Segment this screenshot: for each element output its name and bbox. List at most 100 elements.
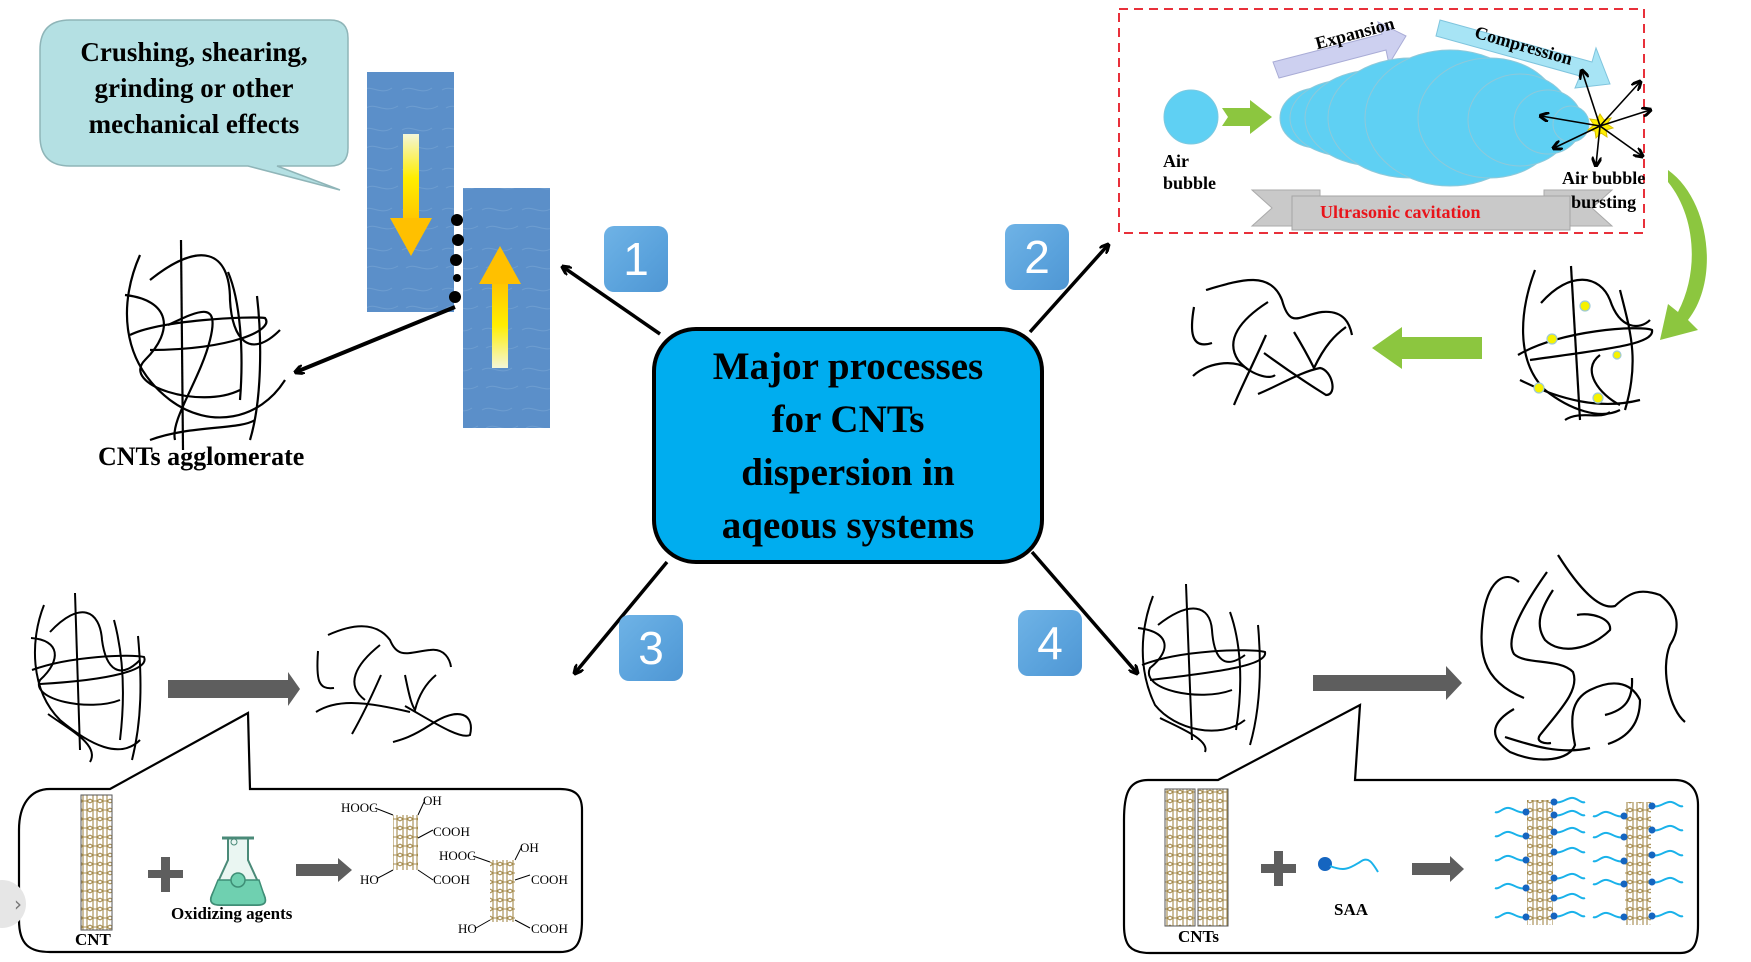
air-bubble-label-line-1: Air xyxy=(1163,151,1189,171)
cnts-label: CNTs xyxy=(1178,927,1219,946)
group-oh-2: OH xyxy=(520,840,539,855)
saa-head xyxy=(1648,851,1656,859)
saa-head xyxy=(1522,808,1530,816)
group-cooh-1b: COOH xyxy=(433,872,470,887)
functionalized-cnt-bottom xyxy=(490,860,515,922)
functionalized-cnt-top xyxy=(393,815,418,870)
saa-tail xyxy=(1494,911,1528,919)
air-bubble xyxy=(1163,89,1219,145)
saa-tail xyxy=(1552,910,1586,918)
saa-head xyxy=(1522,856,1530,864)
saa-tail xyxy=(1552,809,1586,817)
process-1-group xyxy=(39,19,550,451)
dispersed-cnt-drawing xyxy=(1190,278,1354,406)
cnt-tube-4a xyxy=(1164,788,1196,927)
gray-arrow-right-4b xyxy=(1412,856,1464,882)
expanding-bubbles xyxy=(1279,49,1590,187)
saa-tail xyxy=(1494,806,1528,814)
central-topic-box: Major processes for CNTs dispersion in a… xyxy=(652,327,1044,564)
saa-head xyxy=(1648,912,1656,920)
saa-head xyxy=(1550,894,1558,902)
group-ho-2: HO xyxy=(458,921,477,936)
cnt-tube-3 xyxy=(80,794,113,931)
group-cooh-2b: COOH xyxy=(531,921,568,936)
step-badge-4: 4 xyxy=(1018,610,1082,676)
saa-head xyxy=(1550,798,1558,806)
saa-head xyxy=(1550,828,1558,836)
cavitation-sparkles xyxy=(1533,300,1622,404)
green-arrow-left xyxy=(1372,327,1482,369)
green-arrow-right xyxy=(1222,100,1272,134)
saa-tail xyxy=(1552,892,1586,900)
saa-tail xyxy=(1494,854,1528,862)
down-arrow-icon xyxy=(390,134,432,256)
center-line-3: dispersion in xyxy=(741,450,955,494)
cavitation-banner xyxy=(1250,189,1614,231)
connector-arrow-2 xyxy=(1028,245,1108,334)
saa-tail xyxy=(1650,824,1684,832)
saa-tail xyxy=(1552,872,1586,880)
mechanical-callout-text: Crushing, shearing, grinding or other me… xyxy=(44,34,344,142)
cavitation-frame xyxy=(1118,8,1645,234)
saa-tails xyxy=(1494,796,1684,921)
callout-line-1: Crushing, shearing, xyxy=(80,37,308,67)
plus-icon-4 xyxy=(1261,851,1296,886)
cnt-with-bubbles-drawing xyxy=(1517,265,1654,421)
step-badge-1: 1 xyxy=(604,226,668,292)
burst-label: Air bubble bursting xyxy=(1562,166,1645,214)
cnt-agglomerate-drawing-4 xyxy=(1137,583,1267,753)
saa-head xyxy=(1620,833,1628,841)
saa-head xyxy=(1620,913,1628,921)
group-oh-1: OH xyxy=(423,793,442,808)
center-line-1: Major processes xyxy=(712,344,984,388)
zoom-callout-4 xyxy=(1122,703,1700,955)
saa-head xyxy=(1648,878,1656,886)
cnt-agglomerate-drawing xyxy=(124,239,286,451)
saa-head xyxy=(1550,848,1558,856)
flask-icon xyxy=(209,836,267,906)
group-hooc-1: HOOC xyxy=(341,800,378,815)
cnt-label: CNT xyxy=(75,930,111,949)
expansion-arrow xyxy=(1272,21,1407,79)
saa-head xyxy=(1648,826,1656,834)
saa-head xyxy=(1620,812,1628,820)
saa-tail xyxy=(1650,910,1684,918)
saa-tail xyxy=(1592,831,1626,839)
coated-cnt-b xyxy=(1625,802,1651,925)
callout-line-3: mechanical effects xyxy=(88,109,300,139)
compression-arrow xyxy=(1435,19,1611,89)
saa-head xyxy=(1522,884,1530,892)
group-hooc-2: HOOC xyxy=(439,848,476,863)
saa-tail xyxy=(1650,800,1684,808)
saa-tail xyxy=(1552,796,1586,804)
process-2-group xyxy=(1118,8,1707,421)
functional-group-bonds xyxy=(374,801,531,929)
process-3-group xyxy=(17,592,584,954)
saa-tail xyxy=(1592,855,1626,863)
group-cooh-2a: COOH xyxy=(531,872,568,887)
saa-head xyxy=(1522,913,1530,921)
step-badge-2: 2 xyxy=(1005,224,1069,290)
center-line-2: for CNTs xyxy=(771,397,925,441)
saa-head xyxy=(1550,874,1558,882)
saa-head xyxy=(1620,880,1628,888)
burst-label-line-2: bursting xyxy=(1571,192,1637,212)
cnt-agglomerate-drawing-3 xyxy=(30,592,146,763)
cnt-tube-4b xyxy=(1197,788,1229,927)
process-4-group xyxy=(1122,554,1700,955)
cnt-particles-between-plates xyxy=(449,214,464,303)
step-badge-3: 3 xyxy=(619,615,683,681)
saa-tail xyxy=(1650,876,1684,884)
plus-icon-3 xyxy=(148,857,183,892)
connector-arrow-4 xyxy=(1030,550,1137,673)
saa-head xyxy=(1550,912,1558,920)
saa-tail xyxy=(1494,830,1528,838)
saa-tail xyxy=(1592,911,1626,919)
ultrasonic-cavitation-label: Ultrasonic cavitation xyxy=(1320,202,1481,222)
callout-bubble xyxy=(39,19,349,191)
dispersed-cnt-drawing-3 xyxy=(315,625,472,743)
saa-tail xyxy=(1650,849,1684,857)
chevron-right-icon: › xyxy=(14,892,22,916)
zoom-callout-3 xyxy=(17,711,584,954)
